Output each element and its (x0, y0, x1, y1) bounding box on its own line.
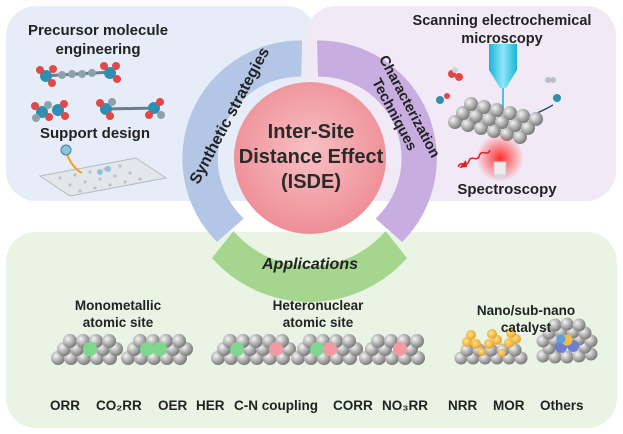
precursor-engineering-title: Precursor molecule engineering (18, 21, 178, 59)
applications-panel (6, 232, 617, 428)
nano-title-line1: Nano/sub-nano (476, 303, 576, 318)
monometallic-title-line2: atomic site (82, 315, 154, 330)
secm-tip-icon (489, 44, 517, 108)
nano-title-line2: catalyst (500, 320, 552, 335)
reaction-oer: OER (158, 398, 188, 413)
heteronuclear-title-line1: Heteronuclear (272, 298, 364, 313)
applications-label: Applications (261, 256, 358, 273)
reaction-mor: MOR (493, 398, 525, 413)
monometallic-title: Monometallic atomic site (48, 297, 188, 331)
center-circle (234, 82, 386, 234)
precursor-title-line2: engineering (55, 41, 141, 58)
monometallic-title-line1: Monometallic (74, 298, 162, 313)
precursor-title-line1: Precursor molecule (27, 22, 169, 39)
nano-catalyst-title: Nano/sub-nano catalyst (464, 302, 588, 336)
reaction-others: Others (540, 398, 584, 413)
characterization-arc (317, 40, 437, 242)
reaction-corr: CORR (333, 398, 373, 413)
nano-catalyst-cluster-icon (536, 317, 598, 364)
reaction-orr: ORR (50, 398, 80, 413)
heteronuclear-title: Heteronuclear atomic site (248, 297, 388, 331)
applications-arc (212, 231, 407, 303)
secm-title-line1: Scanning electrochemical (412, 13, 592, 29)
monometallic-site-2-icon (121, 334, 193, 365)
support-substrate-icon (38, 144, 168, 197)
heteronuclear-title-line2: atomic site (282, 315, 354, 330)
spectroscopy-label: Spectroscopy (457, 181, 557, 198)
center-title-line3: (ISDE) (281, 171, 341, 193)
scanning-sample-icon (436, 67, 561, 144)
support-design-label: Support design (40, 125, 150, 142)
precursor-molecule-1-icon (36, 62, 121, 87)
center-title-line2: Distance Effect (238, 146, 384, 168)
reaction-no3rr: NO₃RR (382, 398, 428, 413)
precursor-molecule-3-icon (96, 98, 165, 120)
reaction-nrr: NRR (448, 398, 478, 413)
center-title: Inter-Site Distance Effect (ISDE) (233, 120, 389, 195)
nano-catalyst-slab-icon (454, 328, 528, 365)
heteronuclear-site-1-icon (211, 334, 296, 365)
heteronuclear-site-2-icon (291, 334, 363, 365)
center-title-line1: Inter-Site (267, 121, 355, 143)
heteronuclear-site-3-icon (359, 334, 425, 365)
spectroscopy-light-icon (457, 134, 524, 182)
reaction-her: HER (196, 398, 225, 413)
reaction-co2rr: CO₂RR (96, 398, 142, 413)
monometallic-site-1-icon (51, 334, 123, 366)
synthetic-strategies-arc (182, 40, 302, 243)
secm-title: Scanning electrochemical microscopy (402, 12, 602, 48)
secm-title-line2: microscopy (461, 31, 543, 47)
reaction-cn-coupling: C-N coupling (234, 398, 318, 413)
precursor-molecule-2-icon (31, 100, 69, 122)
